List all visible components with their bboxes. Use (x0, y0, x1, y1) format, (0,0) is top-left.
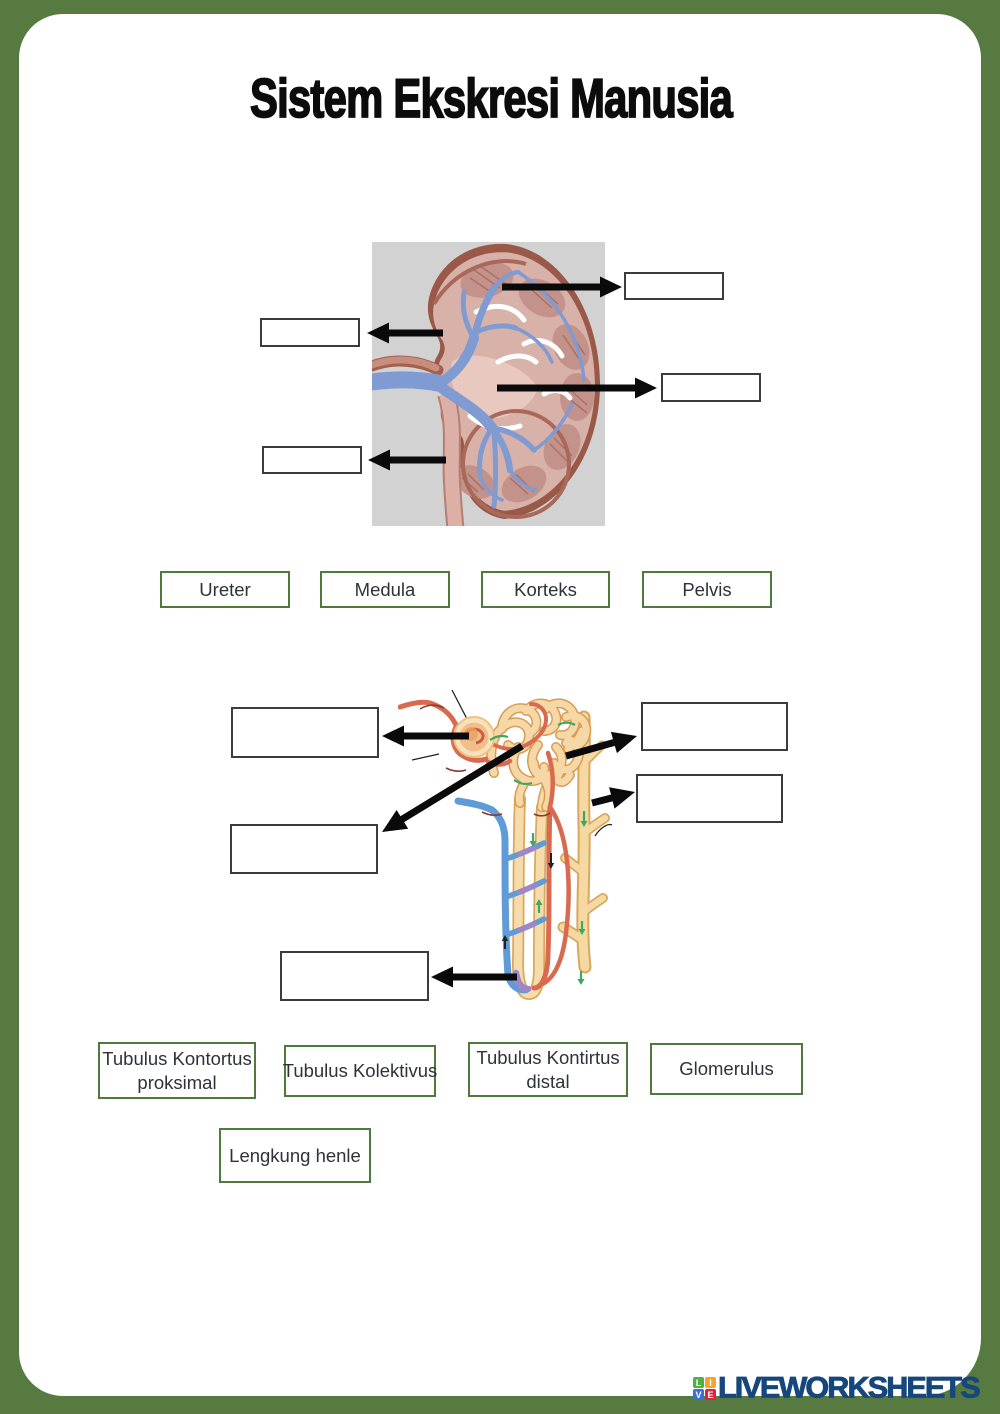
svg-text:L: L (696, 1378, 702, 1388)
svg-text:E: E (707, 1390, 713, 1400)
svg-text:V: V (695, 1390, 701, 1400)
svg-text:I: I (709, 1378, 712, 1388)
